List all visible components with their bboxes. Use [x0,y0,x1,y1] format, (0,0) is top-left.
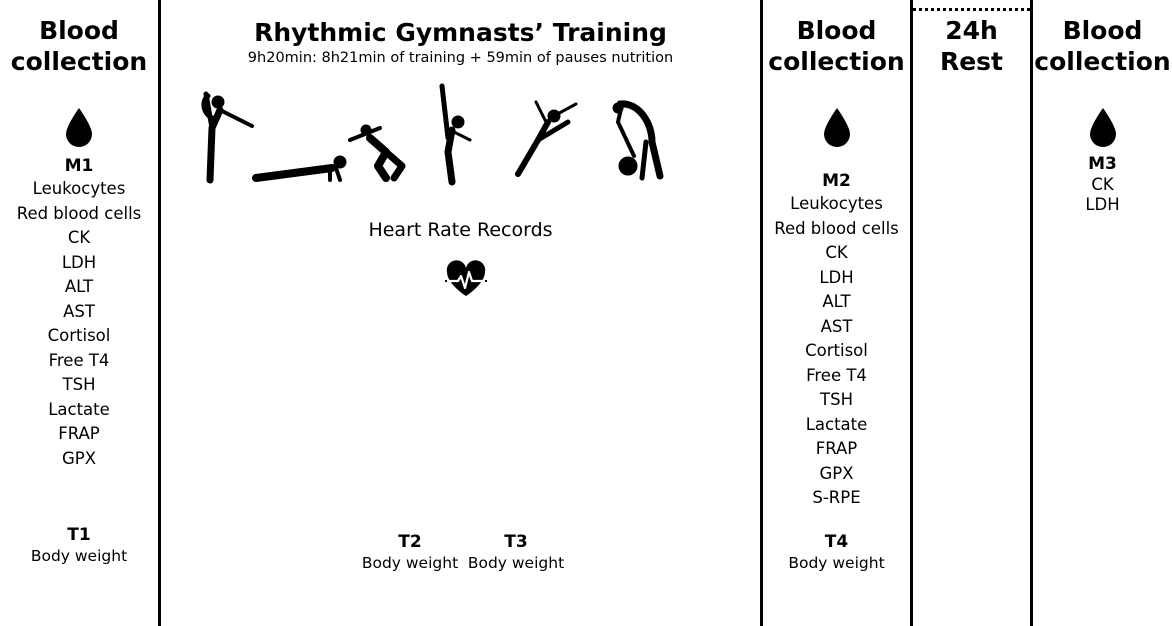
divider-3 [910,0,913,626]
gymnast-balance-icon [442,86,470,182]
parameter-item: FRAP [0,422,158,447]
moment-label: M3 [1033,153,1172,175]
time-label: T4 [763,531,910,553]
column-heading: Blood collection [763,15,910,77]
parameter-item: Red blood cells [763,217,910,242]
heading-line-1: Blood [763,15,910,46]
blood-drop-icon [64,108,94,148]
parameter-item: LDH [763,266,910,291]
time-label: T1 [0,524,158,546]
blood-drop-icon [1088,108,1118,148]
heart-rate-label: Heart Rate Records [161,218,760,242]
gymnast-plank-icon [256,156,346,180]
t3-block: T3 Body weight [466,531,566,573]
t4-block: T4 Body weight [763,531,910,573]
parameter-item: TSH [0,373,158,398]
parameter-item: CK [1033,175,1172,195]
column-heading: Blood collection [0,15,158,77]
parameter-item: Cortisol [0,324,158,349]
parameter-item: TSH [763,388,910,413]
gymnast-ball-icon [613,103,660,178]
blood-drop-icon [822,108,852,148]
gymnast-silhouettes [190,82,690,188]
parameter-item: Free T4 [763,364,910,389]
divider-1 [158,0,161,626]
time-sub-label: Body weight [0,546,158,566]
moment-label: M2 [763,170,910,192]
parameter-item: Leukocytes [763,192,910,217]
gymnast-squat-icon [350,125,402,178]
heart-rate-icon [445,260,487,298]
t2-block: T2 Body weight [360,531,460,573]
parameter-item: AST [0,300,158,325]
column-heading: Blood collection [1033,15,1172,77]
gymnast-leap-icon [518,102,576,174]
training-header: Rhythmic Gymnasts’ Training 9h20min: 8h2… [161,18,760,68]
training-subtitle: 9h20min: 8h21min of training + 59min of … [161,48,760,68]
time-label: T3 [466,531,566,553]
parameter-item: CK [0,226,158,251]
parameter-item: Leukocytes [0,177,158,202]
rest-heading: 24h Rest [913,15,1030,77]
time-sub-label: Body weight [763,553,910,573]
parameter-item: LDH [1033,195,1172,215]
parameter-item: Free T4 [0,349,158,374]
rest-column: 24h Rest [913,0,1030,77]
moment-label: M1 [0,155,158,177]
heading-line-2: collection [1033,46,1172,77]
parameter-item: LDH [0,251,158,276]
parameter-item: Red blood cells [0,202,158,227]
parameter-item: Lactate [0,398,158,423]
rest-line-1: 24h [913,15,1030,46]
time-sub-label: Body weight [466,553,566,573]
parameter-item: ALT [763,290,910,315]
parameter-item: AST [763,315,910,340]
training-title: Rhythmic Gymnasts’ Training [161,18,760,48]
t1-block: T1 Body weight [0,524,158,566]
time-sub-label: Body weight [360,553,460,573]
parameter-item: Lactate [763,413,910,438]
heading-line-1: Blood [0,15,158,46]
parameter-item: FRAP [763,437,910,462]
parameter-item: CK [763,241,910,266]
parameter-item: S-RPE [763,486,910,511]
heading-line-2: collection [0,46,158,77]
heading-line-2: collection [763,46,910,77]
gymnast-needle-icon [204,94,252,180]
time-label: T2 [360,531,460,553]
rest-line-2: Rest [913,46,1030,77]
parameter-item: GPX [0,447,158,472]
parameter-item: Cortisol [763,339,910,364]
parameter-item: GPX [763,462,910,487]
parameter-item: ALT [0,275,158,300]
heading-line-1: Blood [1033,15,1172,46]
